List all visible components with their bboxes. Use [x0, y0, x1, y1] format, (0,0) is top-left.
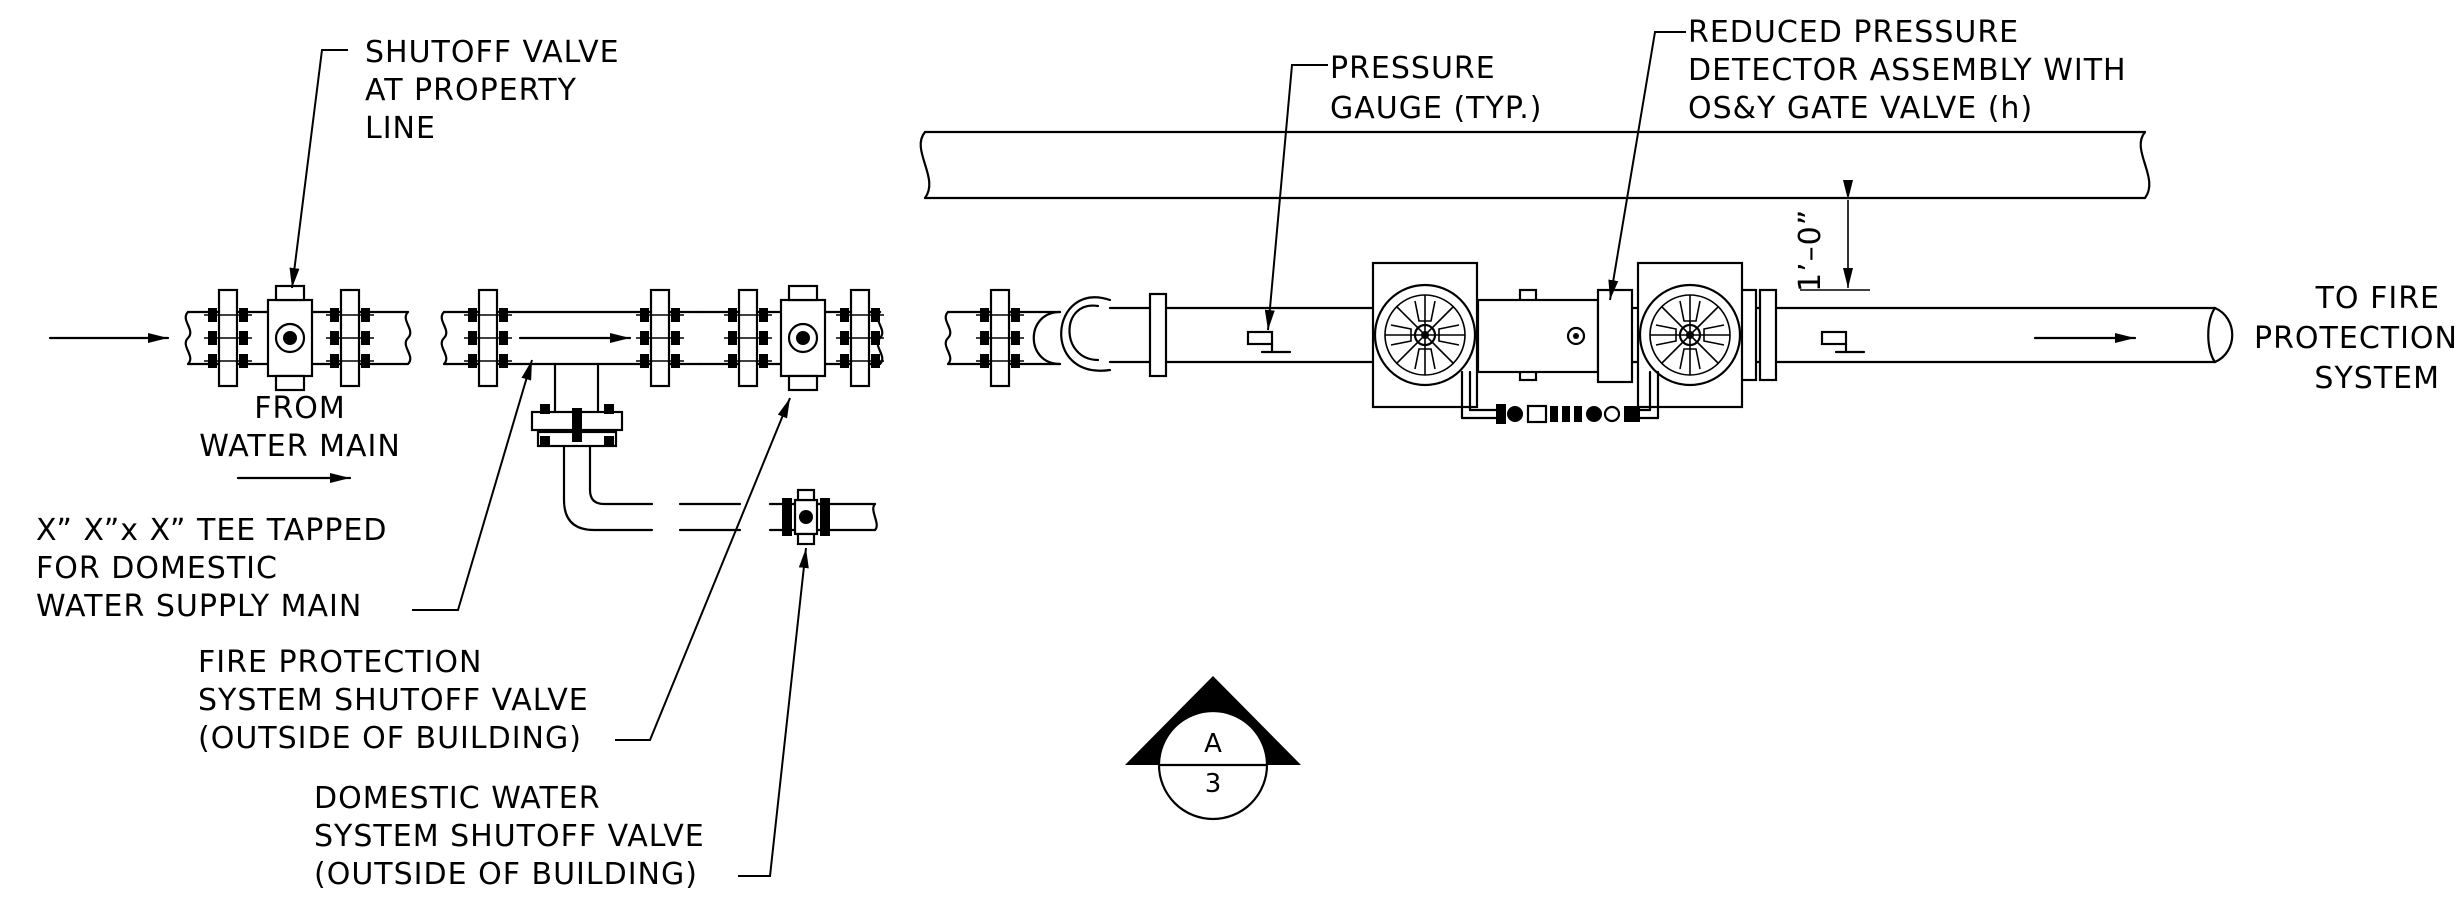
svg-text:FROM: FROM — [254, 391, 346, 426]
svg-text:DETECTOR ASSEMBLY WITH: DETECTOR ASSEMBLY WITH — [1688, 53, 2127, 88]
label-tee-tapped: X” X”x X” TEE TAPPED FOR DOMESTIC WATER … — [36, 513, 388, 624]
label-rpda: REDUCED PRESSURE DETECTOR ASSEMBLY WITH … — [1688, 15, 2127, 126]
entry-pipe — [944, 288, 1112, 388]
svg-text:FOR DOMESTIC: FOR DOMESTIC — [36, 551, 278, 586]
leader-lines — [289, 31, 1686, 877]
label-to-fire-protection: TO FIRE PROTECTION SYSTEM — [2254, 281, 2458, 396]
fire-protection-shutoff-assembly — [698, 284, 886, 392]
svg-text:AT PROPERTY: AT PROPERTY — [365, 73, 577, 108]
svg-text:SYSTEM: SYSTEM — [2314, 361, 2440, 396]
svg-text:DOMESTIC WATER: DOMESTIC WATER — [314, 781, 601, 816]
svg-text:WATER MAIN: WATER MAIN — [199, 429, 401, 464]
svg-text:WATER SUPPLY MAIN: WATER SUPPLY MAIN — [36, 589, 362, 624]
svg-text:SYSTEM SHUTOFF VALVE: SYSTEM SHUTOFF VALVE — [314, 819, 705, 854]
svg-text:X” X”x X” TEE TAPPED: X” X”x X” TEE TAPPED — [36, 513, 388, 548]
dimension-label: 1’–0” — [1793, 209, 1828, 292]
pressure-gauge-1 — [1246, 330, 1292, 354]
reduced-pressure-detector-assembly — [1371, 261, 1744, 424]
bypass-meter — [1496, 404, 1640, 424]
svg-text:TO FIRE: TO FIRE — [2315, 281, 2440, 316]
svg-text:LINE: LINE — [365, 111, 436, 146]
label-fire-shutoff: FIRE PROTECTION SYSTEM SHUTOFF VALVE (OU… — [198, 645, 589, 756]
svg-text:REDUCED PRESSURE: REDUCED PRESSURE — [1688, 15, 2019, 50]
label-domestic-shutoff: DOMESTIC WATER SYSTEM SHUTOFF VALVE (OUT… — [314, 781, 705, 892]
svg-text:(OUTSIDE OF BUILDING): (OUTSIDE OF BUILDING) — [198, 721, 582, 756]
svg-text:SYSTEM SHUTOFF VALVE: SYSTEM SHUTOFF VALVE — [198, 683, 589, 718]
domestic-shutoff-valve — [782, 488, 830, 546]
section-letter: A — [1204, 729, 1222, 759]
svg-text:PROTECTION: PROTECTION — [2254, 321, 2458, 356]
building-wall — [919, 130, 2151, 200]
section-number: 3 — [1205, 769, 1222, 799]
label-pressure-gauge: PRESSURE GAUGE (TYP.) — [1330, 51, 1542, 126]
label-shutoff-property: SHUTOFF VALVE AT PROPERTY LINE — [365, 35, 620, 146]
section-tag: A 3 — [1125, 676, 1301, 821]
svg-text:PRESSURE: PRESSURE — [1330, 51, 1496, 86]
label-from-water-main: FROM WATER MAIN — [199, 391, 401, 464]
svg-text:OS&Y GATE VALVE (h): OS&Y GATE VALVE (h) — [1688, 91, 2033, 126]
pressure-gauge-2 — [1820, 330, 1866, 354]
dimension-one-foot: 1’–0” — [1775, 180, 1870, 292]
svg-text:GAUGE (TYP.): GAUGE (TYP.) — [1330, 91, 1542, 126]
svg-text:FIRE PROTECTION: FIRE PROTECTION — [198, 645, 482, 680]
svg-text:SHUTOFF VALVE: SHUTOFF VALVE — [365, 35, 620, 70]
property-line-valve-assembly — [184, 284, 412, 392]
svg-text:(OUTSIDE OF BUILDING): (OUTSIDE OF BUILDING) — [314, 857, 698, 892]
